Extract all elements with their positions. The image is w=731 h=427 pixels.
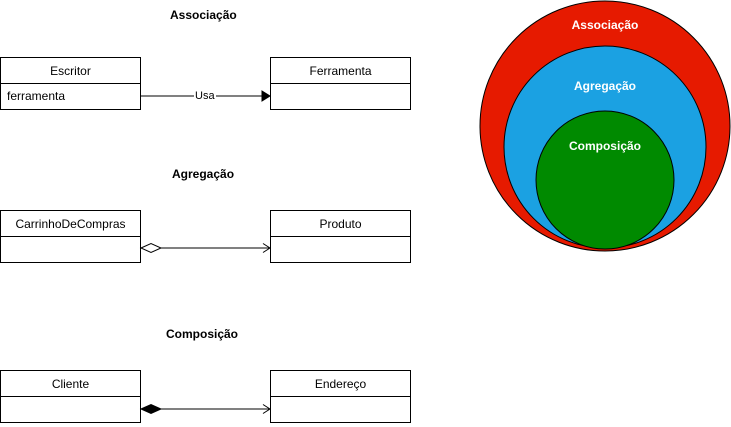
class-escritor-attribute: ferramenta: [7, 89, 66, 103]
association-label: Usa: [194, 90, 216, 102]
aggregation-connector[interactable]: [139, 242, 271, 254]
composition-filled-diamond: [139, 403, 163, 415]
class-escritor-name: Escritor: [1, 58, 140, 84]
composition-connector[interactable]: [139, 403, 271, 415]
class-cliente[interactable]: Cliente: [0, 370, 141, 423]
class-ferramenta[interactable]: Ferramenta: [270, 57, 411, 110]
venn-middle-label: Agregação: [574, 79, 636, 93]
composition-open-arrowhead: [262, 404, 271, 414]
venn-inner-circle: [535, 110, 675, 250]
aggregation-hollow-diamond: [139, 242, 163, 254]
class-cliente-name: Cliente: [1, 371, 140, 397]
class-endereco-name: Endereço: [271, 371, 410, 397]
class-ferramenta-name: Ferramenta: [271, 58, 410, 84]
association-title: Associação: [170, 8, 237, 22]
venn-inner-label: Composição: [569, 139, 641, 153]
class-endereco[interactable]: Endereço: [270, 370, 411, 423]
aggregation-title: Agregação: [172, 167, 235, 181]
class-escritor[interactable]: Escritor ferramenta: [0, 57, 141, 110]
association-arrowhead: [261, 90, 271, 102]
venn-outer-label: Associação: [572, 18, 639, 32]
class-produto[interactable]: Produto: [270, 210, 411, 263]
class-produto-name: Produto: [271, 211, 410, 237]
class-carrinhodecompras[interactable]: CarrinhoDeCompras: [0, 210, 141, 263]
nested-circles-diagram: Associação Agregação Composição: [479, 0, 731, 252]
aggregation-open-arrowhead: [262, 243, 271, 253]
composition-title: Composição: [166, 327, 239, 341]
class-carrinhodecompras-name: CarrinhoDeCompras: [1, 211, 140, 237]
